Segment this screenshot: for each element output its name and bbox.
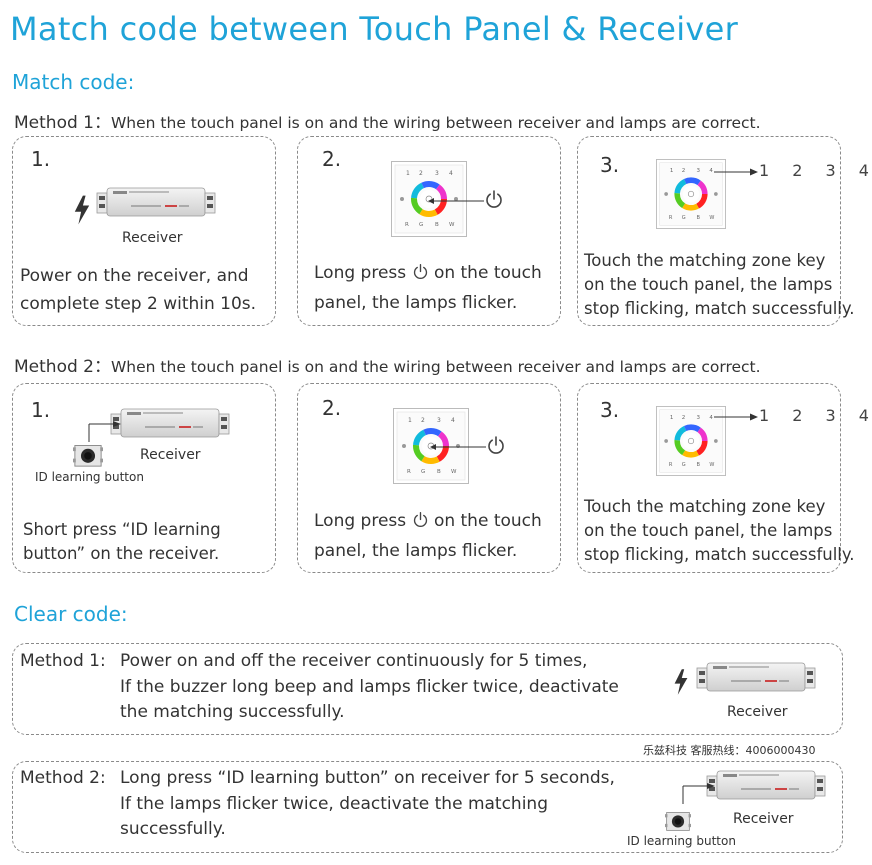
receiver-image [105, 404, 235, 442]
step-number: 3. [600, 398, 620, 422]
method1-head: Method 1： [14, 113, 111, 133]
id-learning-button-image [73, 438, 103, 468]
step-number: 1. [31, 398, 51, 422]
method2-step1-box: 1. Receiver ID learning button Short pre… [12, 383, 276, 573]
method1-step3-box: 3. 1 2 3 4 Touch the matching zone key o… [577, 136, 869, 326]
receiver-label: Receiver [727, 704, 788, 720]
clear1-text: Power on and off the receiver continuous… [120, 651, 619, 722]
step-description: Touch the matching zone key on the touch… [584, 251, 855, 318]
step-description: Power on the receiver, and complete step… [20, 266, 257, 314]
step-number: 3. [600, 153, 620, 177]
power-icon [412, 511, 429, 528]
clear-code-heading: Clear code: [14, 602, 128, 626]
step-number: 1. [31, 147, 51, 171]
receiver-label: Receiver [140, 447, 201, 463]
step-description: Long press on the touch panel, the lamps… [314, 511, 542, 561]
receiver-label: Receiver [122, 230, 183, 246]
clear-method1-box: Method 1: Power on and off the receiver … [12, 643, 843, 735]
power-icon [486, 435, 506, 455]
method2-condition: When the touch panel is on and the wirin… [110, 358, 761, 376]
method1-step2-box: 2. Long press on the touch panel, the la… [297, 136, 561, 326]
id-learning-button-label: ID learning button [627, 834, 736, 848]
clear1-head: Method 1: [20, 651, 106, 671]
step-description: Long press on the touch panel, the lamps… [314, 263, 542, 313]
lightning-icon [673, 668, 689, 696]
step-number: 2. [322, 396, 342, 420]
clear2-head: Method 2: [20, 768, 106, 788]
power-icon [484, 189, 504, 209]
arrow-icon [714, 413, 758, 421]
clear-method2-box: Method 2: Long press “ID learning button… [12, 761, 843, 853]
method1-step1-box: 1. Receiver Power on the receiver, and c… [12, 136, 276, 326]
receiver-image [691, 658, 821, 696]
receiver-image [701, 766, 831, 804]
method1-condition: When the touch panel is on and the wirin… [110, 114, 761, 132]
id-learning-button-image [665, 806, 691, 832]
arrow-icon [428, 198, 484, 204]
method1-line: Method 1：When the touch panel is on and … [14, 108, 761, 133]
arrow-icon [430, 444, 486, 450]
step-number: 2. [322, 147, 342, 171]
page-title: Match code between Touch Panel & Receive… [10, 10, 739, 48]
step-description: Short press “ID learning button” on the … [23, 520, 221, 563]
match-code-heading: Match code: [12, 70, 135, 94]
arrow-icon [88, 421, 121, 442]
id-learning-button-label: ID learning button [35, 470, 144, 484]
hotline-text: 乐兹科技 客服热线：4006000430 [643, 744, 816, 757]
zone-numbers: 1 2 3 4 [759, 161, 872, 180]
method2-line: Method 2：When the touch panel is on and … [14, 352, 761, 377]
clear2-text: Long press “ID learning button” on recei… [120, 768, 615, 839]
method2-head: Method 2： [14, 357, 111, 377]
arrow-icon [682, 783, 715, 804]
receiver-image [91, 183, 221, 221]
lightning-icon [73, 195, 91, 225]
arrow-icon [714, 168, 758, 176]
method2-step3-box: 3. 1 2 3 4 Touch the matching zone key o… [577, 383, 869, 573]
power-icon [412, 263, 429, 280]
step-description: Touch the matching zone key on the touch… [584, 497, 855, 564]
receiver-label: Receiver [733, 811, 794, 827]
zone-numbers: 1 2 3 4 [759, 406, 872, 425]
method2-step2-box: 2. Long press on the touch panel, the la… [297, 383, 561, 573]
